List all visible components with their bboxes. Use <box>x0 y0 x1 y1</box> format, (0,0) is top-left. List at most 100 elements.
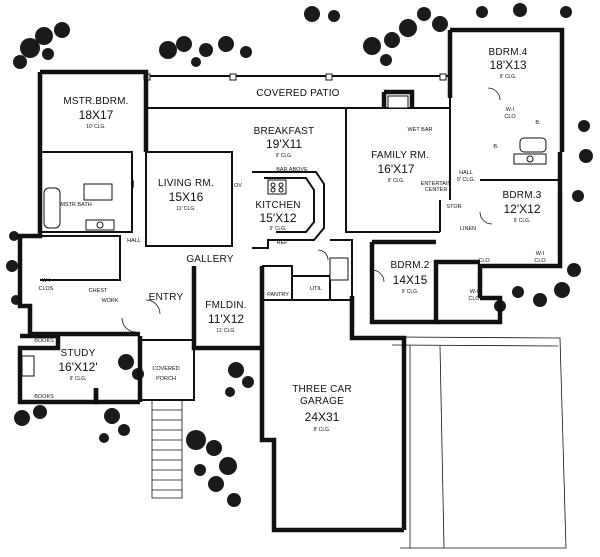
room-label-bedroom-4: BDRM.4 18'X13 9' CLG. <box>489 47 528 80</box>
living-room-name: LIVING RM. <box>158 178 214 189</box>
doors <box>121 87 501 333</box>
hall-left-label: HALL <box>127 238 141 244</box>
clo-label-2: CLO <box>478 258 490 264</box>
driveway <box>391 336 567 549</box>
wi-clos-label: W-I <box>42 278 51 284</box>
wi-label-3: W-I <box>470 289 479 295</box>
breakfast-ceiling: 9' CLG. <box>276 153 293 159</box>
family-room-dims: 16'X17 <box>378 162 415 176</box>
tree-cluster-right <box>494 120 593 312</box>
chest-label: CHEST <box>89 288 108 294</box>
master-bedroom-name: MSTR.BDRM. <box>63 96 128 107</box>
kitchen-cooktop <box>267 179 287 195</box>
bdrm2-bath <box>329 257 349 281</box>
fireplace-study <box>21 355 35 377</box>
room-label-family-room: FAMILY RM. 16'X17 9' CLG. <box>371 150 429 184</box>
hall-right-label: HALL <box>459 170 473 176</box>
wi-label-2: W-I <box>536 251 545 257</box>
room-label-garage: THREE CAR GARAGE 24X31 8' CLG. <box>292 384 352 433</box>
bedroom-2-ceiling: 9' CLG. <box>402 289 419 295</box>
entertain-center-label-1: ENTERTAIN <box>421 181 452 187</box>
room-label-covered-patio: COVERED PATIO <box>256 88 339 99</box>
work-label: WORK <box>101 298 118 304</box>
bath-b-label-1: B. <box>535 120 541 126</box>
covered-patio-name: COVERED PATIO <box>256 88 339 99</box>
master-shower <box>83 183 113 201</box>
kitchen-name: KITCHEN <box>255 200 300 211</box>
breakfast-dims: 19'X11 <box>266 137 302 151</box>
hall-right-ceiling: 9' CLG. <box>457 177 476 183</box>
living-room-ceiling: 11' CLG. <box>176 206 195 212</box>
garage-ceiling: 8' CLG. <box>314 427 331 433</box>
annotations: WET BAR ENTERTAIN CENTER HALL 9' CLG. ST… <box>34 107 546 400</box>
entry-name: ENTRY <box>149 292 184 303</box>
study-ceiling: 9' CLG. <box>70 376 87 382</box>
formal-dining-ceiling: 11' CLG. <box>216 328 235 334</box>
living-room-dims: 15X16 <box>169 190 204 204</box>
entertain-center-label-2: CENTER <box>425 187 448 193</box>
study-name: STUDY <box>61 348 96 359</box>
room-label-bedroom-3: BDRM.3 12'X12 9' CLG. <box>503 190 542 224</box>
master-bedroom-dims: 18X17 <box>79 108 114 122</box>
breakfast-name: BREAKFAST <box>254 126 315 137</box>
bedroom-3-ceiling: 9' CLG. <box>514 218 531 224</box>
master-bedroom-ceiling: 10' CLG. <box>86 124 106 130</box>
covered-porch-name-line2: PORCH <box>156 376 176 382</box>
garage-dims: 24X31 <box>305 410 340 424</box>
ov-label: OV <box>234 183 242 189</box>
room-label-entry: ENTRY <box>149 292 184 303</box>
room-label-covered-porch: COVERED PORCH <box>152 366 179 382</box>
bedroom-4-dims: 18'X13 <box>490 58 527 72</box>
clo-label-3: CLO <box>534 258 546 264</box>
master-bath-name: MSTR BATH <box>60 202 91 208</box>
room-label-bedroom-2: BDRM.2 14X15 9' CLG. <box>391 260 430 295</box>
bedroom-2-dims: 14X15 <box>393 273 428 287</box>
pantry-label: PANTRY <box>267 292 289 298</box>
clo-label-1: CLO <box>504 114 516 120</box>
util-label: UTIL <box>310 286 322 292</box>
fireplace-family <box>387 95 409 109</box>
books-top-label: BOOKS <box>34 338 54 344</box>
wi-label-1: W-I <box>506 107 515 113</box>
bar-above-label: BAR ABOVE <box>276 167 308 173</box>
bath-b-tub <box>519 137 547 153</box>
tree-cluster-top-left <box>13 22 70 69</box>
room-label-gallery: GALLERY <box>186 254 233 265</box>
tree-cluster-porch <box>118 354 254 397</box>
front-walk <box>151 400 183 499</box>
master-tub <box>43 187 61 229</box>
formal-dining-dims: 11'X12 <box>208 312 244 326</box>
clo-label-4: CLO <box>468 296 480 302</box>
room-label-kitchen: KITCHEN 15'X12 9' CLG. <box>255 200 300 232</box>
study-dims: 16'X12' <box>58 360 97 374</box>
fixtures <box>21 95 547 377</box>
ref-label: REF <box>277 240 289 246</box>
bedroom-2-name: BDRM.2 <box>391 260 430 271</box>
covered-porch-name-line1: COVERED <box>152 366 179 372</box>
clos-label: CLOS <box>39 286 54 292</box>
landscaping <box>6 3 593 507</box>
kitchen-ceiling: 9' CLG. <box>270 226 287 232</box>
wet-bar-label: WET BAR <box>408 127 433 133</box>
tree-cluster-top-right <box>304 3 572 66</box>
gallery-name: GALLERY <box>186 254 233 265</box>
room-label-living-room: LIVING RM. 15X16 11' CLG. <box>158 178 214 212</box>
kitchen-dims: 15'X12 <box>260 211 297 225</box>
linen-label: LINEN <box>460 226 476 232</box>
family-room-name: FAMILY RM. <box>371 150 429 161</box>
garage-name-line1: THREE CAR <box>292 384 352 395</box>
room-label-formal-dining: FMLDIN. 11'X12 11' CLG. <box>205 300 246 334</box>
room-label-breakfast: BREAKFAST 19'X11 9' CLG. <box>254 126 315 159</box>
room-label-master-bath: MSTR BATH <box>60 202 91 208</box>
stor-label: STOR <box>446 204 461 210</box>
room-label-master-bedroom: MSTR.BDRM. 18X17 10' CLG. <box>63 96 128 130</box>
garage-name-line2: GARAGE <box>300 396 344 407</box>
room-label-study: STUDY 16'X12' 9' CLG. <box>58 348 97 382</box>
bedroom-3-dims: 12'X12 <box>504 202 541 216</box>
family-room-ceiling: 9' CLG. <box>388 178 405 184</box>
bath-b-label-2: B. <box>493 144 499 150</box>
tree-cluster-bottom <box>186 430 241 507</box>
tree-cluster-bottom-left <box>14 405 130 443</box>
books-bottom-label: BOOKS <box>34 394 54 400</box>
